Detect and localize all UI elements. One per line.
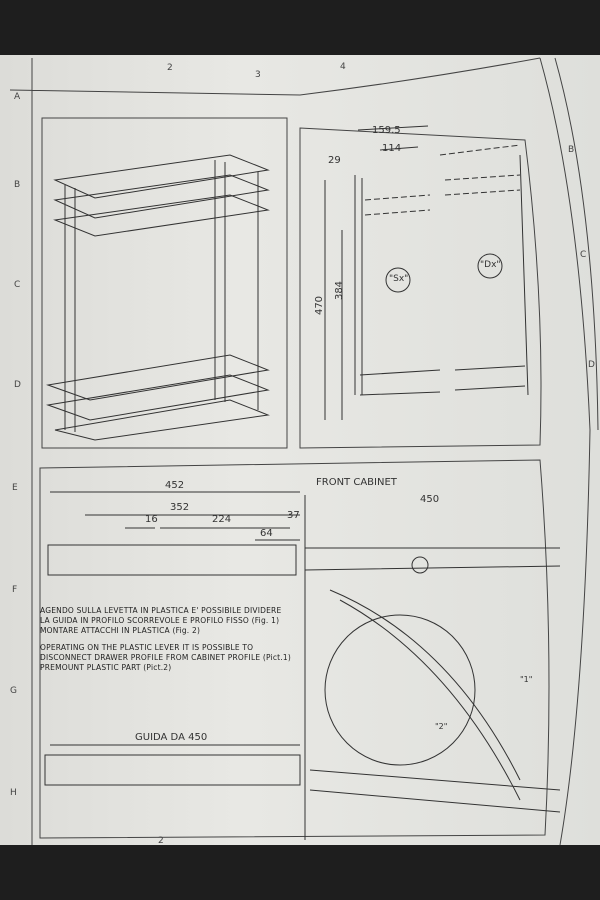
grid-letter: C — [14, 280, 21, 290]
panel-basket — [41, 117, 288, 449]
grid-letter: A — [14, 92, 21, 102]
note-line: MONTARE ATTACCHI IN PLASTICA (Fig. 2) — [40, 626, 201, 635]
note-line: OPERATING ON THE PLASTIC LEVER IT IS POS… — [40, 643, 254, 652]
dimension: 384 — [334, 280, 346, 301]
side-view-drawing — [324, 125, 529, 420]
callout: "1" — [520, 675, 533, 684]
note-line: AGENDO SULLA LEVETTA IN PLASTICA E' POSS… — [40, 606, 282, 615]
note-english: OPERATING ON THE PLASTIC LEVER IT IS POS… — [40, 643, 291, 673]
note-line: DISCONNECT DRAWER PROFILE FROM CABINET P… — [40, 653, 291, 662]
dimension: 450 — [420, 494, 440, 505]
grid-number: 4 — [340, 62, 346, 72]
grid-letter: G — [10, 686, 17, 696]
panel-side-view — [299, 127, 542, 449]
callout: "2" — [435, 722, 448, 731]
grid-number: 3 — [255, 70, 261, 80]
dimension: 64 — [260, 528, 273, 539]
note-italian: AGENDO SULLA LEVETTA IN PLASTICA E' POSS… — [40, 606, 281, 636]
grid-letter: B — [14, 180, 21, 190]
grid-letter: E — [12, 483, 18, 493]
frame-curve — [539, 57, 591, 846]
note-line: LA GUIDA IN PROFILO SCORREVOLE E PROFILO… — [40, 616, 280, 625]
frame-line — [9, 57, 541, 845]
grid-letter: F — [12, 585, 18, 595]
dimension: 16 — [145, 514, 158, 525]
note-line: PREMOUNT PLASTIC PART (Pict.2) — [40, 663, 172, 672]
front-cabinet-label: FRONT CABINET — [316, 477, 397, 488]
basket-drawing — [46, 154, 270, 441]
label-sx: "Sx" — [389, 274, 409, 284]
dimension: 37 — [287, 510, 300, 521]
guide-label: GUIDA DA 450 — [135, 732, 208, 743]
dimension: 224 — [212, 514, 232, 525]
grid-letter: H — [10, 788, 17, 798]
panel-guide-view — [39, 459, 550, 839]
grid-letter: D — [14, 380, 21, 390]
grid-number: 2 — [167, 63, 173, 73]
dimension: 470 — [314, 295, 326, 316]
dimension: 159.5 — [372, 125, 401, 136]
grid-letter: D — [588, 360, 595, 370]
label-dx: "Dx" — [480, 260, 501, 270]
grid-letter: B — [568, 145, 575, 155]
grid-number: 2 — [158, 836, 164, 846]
dimension: 29 — [328, 155, 341, 166]
dimension: 114 — [382, 143, 402, 154]
grid-letter: C — [580, 250, 587, 260]
dimension: 452 — [165, 480, 185, 491]
dimension: 352 — [170, 502, 190, 513]
frame-curve-outer — [554, 57, 599, 431]
guide-drawing — [44, 491, 561, 840]
